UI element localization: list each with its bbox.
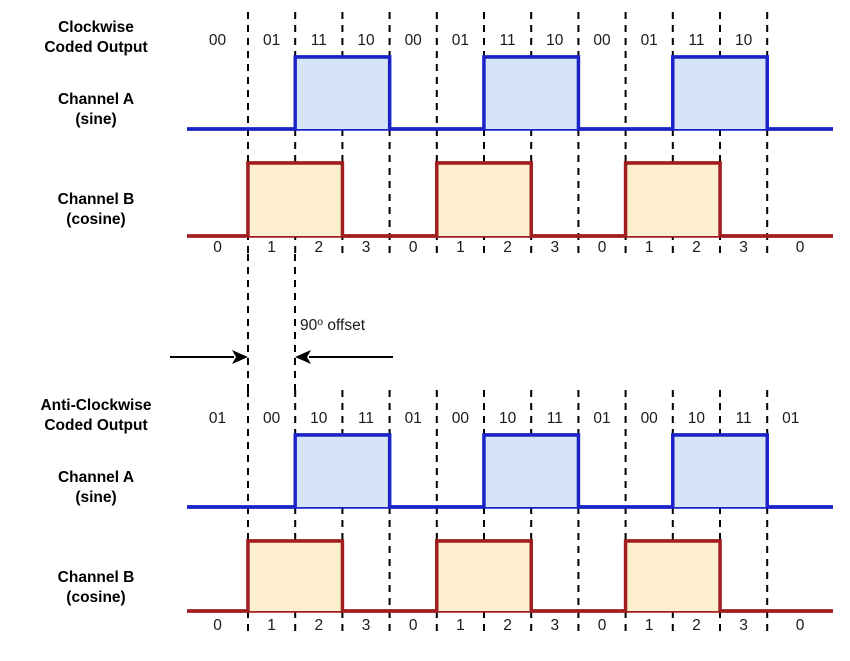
clockwise-code-label: 01 [263, 32, 280, 49]
clockwise-code-label: 10 [735, 32, 753, 49]
anticlockwise-position-label: 3 [550, 617, 559, 634]
anticlockwise-title-line2: Coded Output [44, 417, 147, 434]
clockwise-position-label: 2 [314, 239, 323, 256]
anticlockwise-code-label: 00 [452, 410, 470, 427]
anticlockwise-channel-b-sublabel: (cosine) [66, 589, 125, 606]
anticlockwise-position-label: 0 [213, 617, 222, 634]
clockwise-position-label: 3 [362, 239, 371, 256]
clockwise-code-label: 10 [546, 32, 564, 49]
anticlockwise-channel-a-waveform [187, 433, 833, 509]
anticlockwise-position-label: 2 [692, 617, 701, 634]
clockwise-channel-b-waveform [187, 161, 833, 238]
anticlockwise-code-label: 01 [405, 410, 422, 427]
anticlockwise-code-label: 00 [641, 410, 659, 427]
anticlockwise-code-label: 00 [263, 410, 281, 427]
clockwise-code-label: 00 [209, 32, 227, 49]
anticlockwise-position-label: 0 [409, 617, 418, 634]
anticlockwise-position-label: 0 [796, 617, 805, 634]
offset-annotation-label: 90o offset [300, 316, 366, 334]
anticlockwise-code-label: 01 [209, 410, 226, 427]
anticlockwise-position-label: 2 [503, 617, 512, 634]
clockwise-channel-a-label: Channel A [58, 91, 134, 108]
clockwise-code-label: 10 [357, 32, 375, 49]
clockwise-code-label: 00 [593, 32, 611, 49]
clockwise-position-label: 1 [456, 239, 465, 256]
clockwise-position-label: 0 [796, 239, 805, 256]
clockwise-position-label: 1 [267, 239, 276, 256]
anticlockwise-channel-a-label: Channel A [58, 469, 134, 486]
clockwise-channel-b-sublabel: (cosine) [66, 211, 125, 228]
anticlockwise-channel-b-waveform [187, 539, 833, 613]
clockwise-title-line2: Coded Output [44, 39, 147, 56]
anticlockwise-code-label: 01 [782, 410, 799, 427]
clockwise-code-label: 01 [452, 32, 469, 49]
anticlockwise-code-label: 10 [688, 410, 706, 427]
clockwise-position-label: 2 [503, 239, 512, 256]
clockwise-position-label: 0 [409, 239, 418, 256]
clockwise-position-label: 3 [739, 239, 748, 256]
anticlockwise-position-label: 3 [362, 617, 371, 634]
anticlockwise-title-line1: Anti-Clockwise [40, 397, 151, 414]
anticlockwise-code-label: 11 [547, 410, 563, 427]
clockwise-code-label: 01 [641, 32, 658, 49]
clockwise-position-label: 2 [692, 239, 701, 256]
clockwise-channel-b-label: Channel B [58, 191, 135, 208]
anticlockwise-position-label: 1 [456, 617, 465, 634]
clockwise-channel-a-sublabel: (sine) [75, 111, 116, 128]
anticlockwise-channel-b-label: Channel B [58, 569, 135, 586]
clockwise-position-label: 0 [213, 239, 222, 256]
offset-arrow-left-head [232, 350, 248, 364]
anticlockwise-position-label: 1 [267, 617, 276, 634]
anticlockwise-position-label: 1 [645, 617, 654, 634]
clockwise-position-label: 1 [645, 239, 654, 256]
anticlockwise-code-label: 11 [736, 410, 752, 427]
anticlockwise-code-label: 01 [593, 410, 610, 427]
clockwise-code-label: 00 [405, 32, 423, 49]
anticlockwise-position-label: 0 [598, 617, 607, 634]
clockwise-position-label: 3 [550, 239, 559, 256]
anticlockwise-code-label: 10 [499, 410, 517, 427]
anticlockwise-code-label: 11 [358, 410, 374, 427]
anticlockwise-position-label: 3 [739, 617, 748, 634]
anticlockwise-position-label: 2 [314, 617, 323, 634]
clockwise-code-label: 11 [688, 32, 704, 49]
clockwise-position-label: 0 [598, 239, 607, 256]
offset-annotation-section: 90o offset [170, 254, 393, 390]
clockwise-code-label: 11 [500, 32, 516, 49]
anticlockwise-code-label: 10 [310, 410, 328, 427]
anticlockwise-channel-a-sublabel: (sine) [75, 489, 116, 506]
offset-arrow-right-head [295, 350, 311, 364]
clockwise-code-label: 11 [311, 32, 327, 49]
clockwise-channel-a-waveform [187, 55, 833, 131]
clockwise-title-line1: Clockwise [58, 19, 134, 36]
